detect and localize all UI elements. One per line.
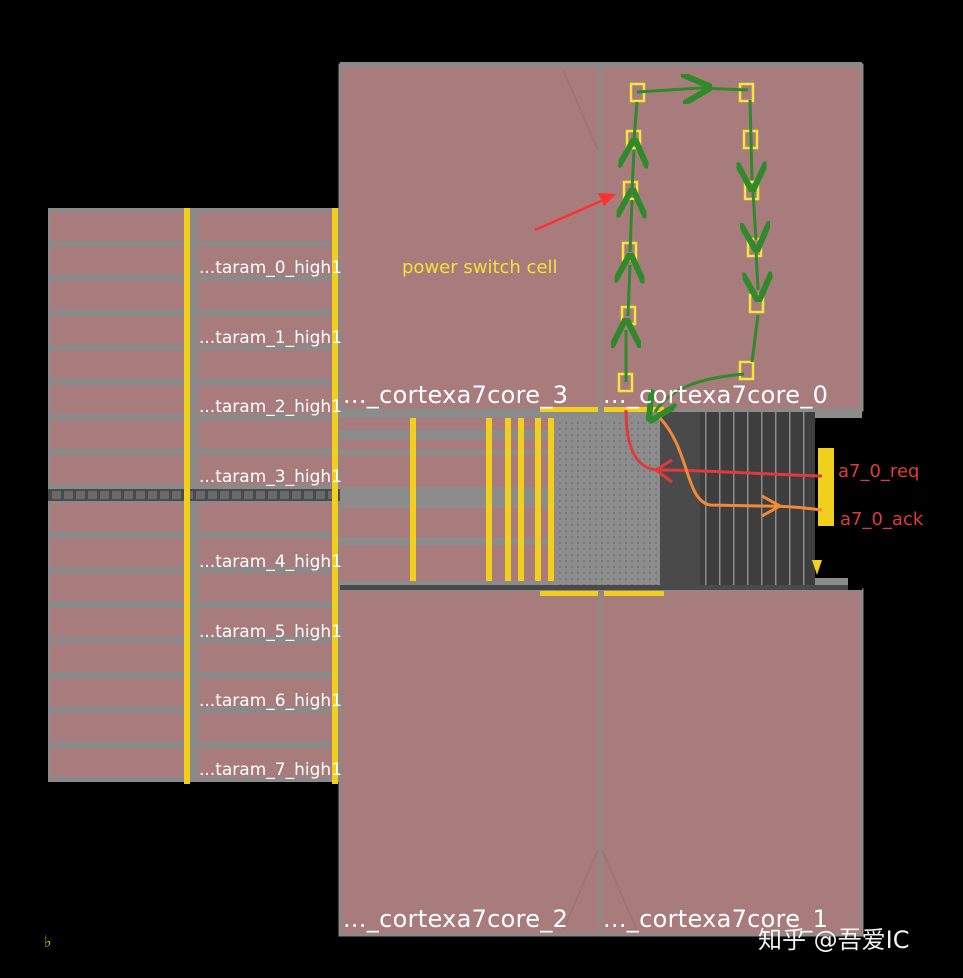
core2-label: ..._cortexa7core_2 [343, 905, 569, 933]
taram-row-right [198, 350, 333, 379]
power-switch-cell [738, 82, 755, 103]
power-switch-pointer [534, 196, 609, 232]
taram-row-right [198, 455, 333, 484]
taram-row-right [198, 503, 333, 532]
taram-label-7: ...taram_7_high1 [199, 760, 342, 780]
taram-row-left [50, 246, 184, 275]
taram-label-6: ...taram_6_high1 [199, 691, 342, 711]
taram-label-1: ...taram_1_high1 [199, 328, 342, 348]
taram-row-right [198, 713, 333, 742]
core0-block [598, 63, 864, 412]
taram-row-right [198, 316, 333, 345]
taram-row-left [50, 608, 184, 637]
taram-label-2: ...taram_2_high1 [199, 397, 342, 417]
channel-power-rails [410, 407, 664, 596]
taram-row-right [198, 212, 333, 241]
power-switch-cell [738, 360, 755, 381]
taram-row-right [198, 748, 333, 777]
pin-icon: ♭ [44, 932, 52, 951]
taram-label-4: ...taram_4_high1 [199, 552, 342, 572]
taram-row-left [50, 420, 184, 449]
taram-row-left [50, 385, 184, 414]
taram-label-0: ...taram_0_high1 [199, 258, 342, 278]
taram-bank [48, 208, 340, 784]
core0-label: ..._cortexa7core_0 [603, 381, 829, 409]
taram-row-left [50, 713, 184, 742]
core1-block [598, 588, 864, 937]
taram-row-left [50, 678, 184, 707]
taram-label-3: ...taram_3_high1 [199, 467, 342, 487]
taram-row-right [198, 573, 333, 602]
taram-row-right [198, 608, 333, 637]
taram-row-left [50, 350, 184, 379]
core3-label: ..._cortexa7core_3 [343, 381, 569, 409]
switch-chain-path [626, 88, 758, 412]
req-ack-pins [812, 448, 834, 575]
ack-arrowhead [761, 494, 784, 518]
taram-row-left [50, 316, 184, 345]
core3-block [338, 63, 602, 412]
taram-row-left [50, 503, 184, 532]
req-signal-label: a7_0_req [838, 461, 920, 482]
req-arrowhead [653, 458, 673, 484]
taram-row-right [198, 385, 333, 414]
req-arrow [624, 409, 823, 478]
taram-row-left [50, 538, 184, 567]
watermark: 知乎 @吾爱IC [758, 926, 910, 954]
taram-row-right [198, 538, 333, 567]
power-switch-pointer-head [598, 193, 616, 206]
taram-row-left [50, 573, 184, 602]
taram-row-right [198, 643, 333, 672]
taram-row-right [198, 281, 333, 310]
taram-row-right [198, 678, 333, 707]
taram-label-5: ...taram_5_high1 [199, 622, 342, 642]
taram-row-left [50, 643, 184, 672]
taram-row-left [50, 748, 184, 777]
taram-row-left [50, 212, 184, 241]
taram-row-right [198, 246, 333, 275]
taram-row-left [50, 455, 184, 484]
core-top-rail [340, 62, 862, 67]
ack-arrow [658, 416, 823, 512]
taram-row-right [198, 420, 333, 449]
central-channel [340, 410, 862, 590]
power-switch-label: power switch cell [402, 257, 558, 278]
core1-label: ..._cortexa7core_1 [603, 905, 829, 933]
taram-row-left [50, 281, 184, 310]
core2-block [338, 588, 602, 937]
ack-signal-label: a7_0_ack [840, 509, 924, 530]
